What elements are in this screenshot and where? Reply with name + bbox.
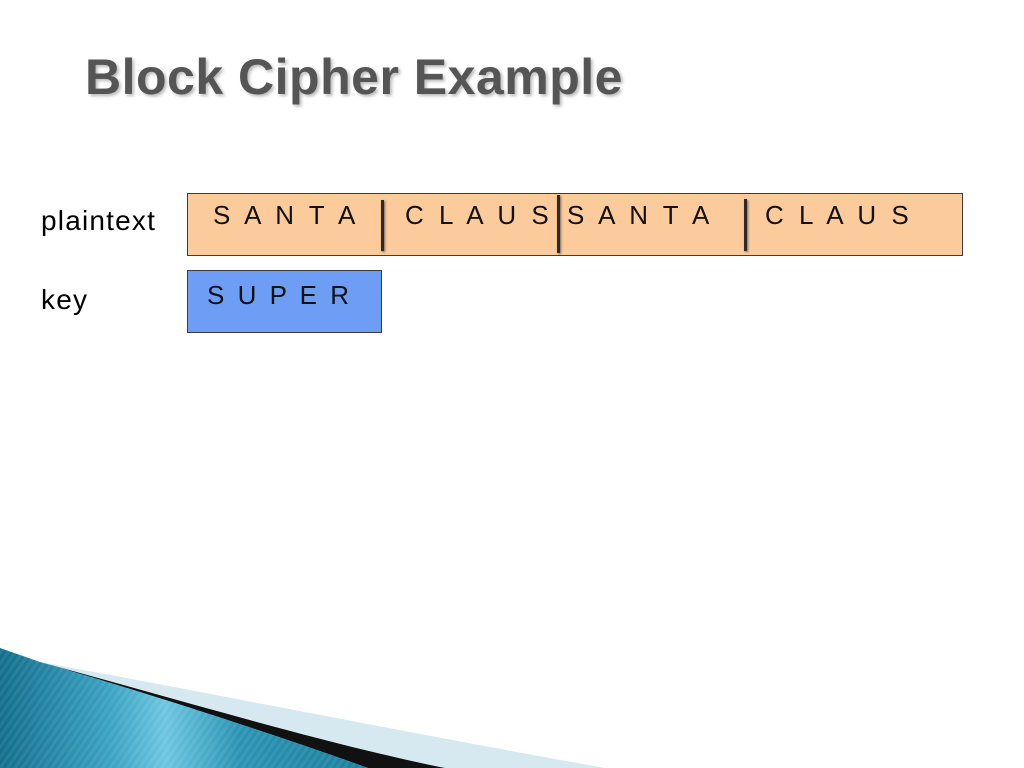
key-box: S U P E R	[187, 270, 382, 333]
block-divider	[557, 195, 560, 253]
swoosh-teal-texture	[0, 648, 368, 768]
decorative-swoosh	[0, 648, 605, 768]
block-divider	[744, 199, 747, 251]
key-label: key	[41, 284, 89, 315]
block-divider	[381, 200, 384, 251]
plaintext-box: S A N T A C L A U S S A N T A C L A U S	[187, 193, 963, 256]
plaintext-label: plaintext	[41, 205, 157, 236]
slide-title: Block Cipher Example	[85, 49, 623, 105]
plaintext-block-2: C L A U S	[405, 200, 553, 230]
plaintext-block-4: C L A U S	[765, 200, 913, 230]
plaintext-block-3: S A N T A	[567, 200, 714, 230]
key-value: S U P E R	[207, 280, 353, 310]
plaintext-block-1: S A N T A	[213, 200, 360, 230]
swoosh-light-band	[40, 662, 605, 768]
